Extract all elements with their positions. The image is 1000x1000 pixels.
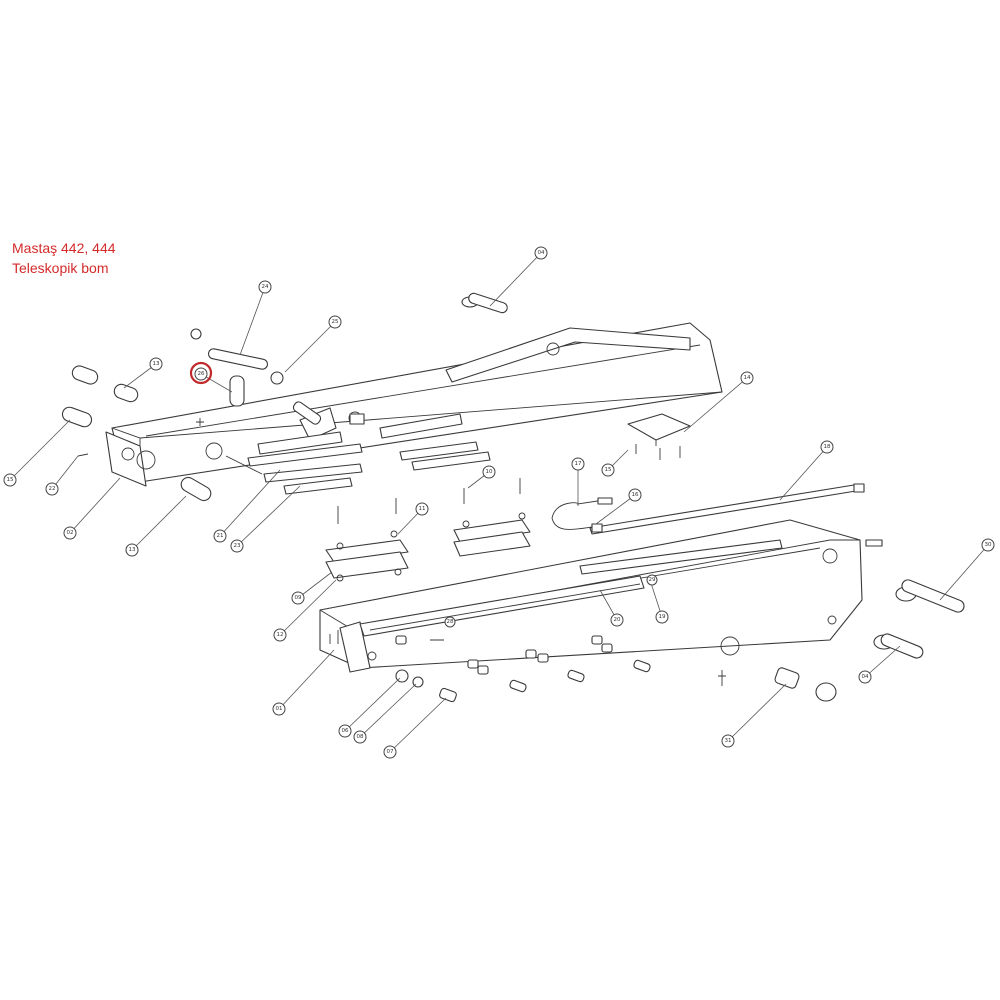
callout-22[interactable]: 22 (45, 482, 59, 496)
callout-30[interactable]: 30 (981, 538, 995, 552)
svg-text:15: 15 (7, 477, 14, 483)
svg-text:09: 09 (295, 595, 302, 601)
callout-29[interactable]: 29 (646, 574, 658, 586)
callout-20[interactable]: 20 (610, 613, 624, 627)
svg-text:10: 10 (486, 469, 493, 475)
callout-08[interactable]: 08 (353, 730, 367, 744)
callout-12[interactable]: 12 (273, 628, 287, 642)
callout-31[interactable]: 31 (721, 734, 735, 748)
callout-24[interactable]: 24 (258, 280, 272, 294)
callout-25[interactable]: 25 (328, 315, 342, 329)
svg-text:06: 06 (342, 728, 349, 734)
rod-parts (551, 483, 883, 547)
svg-text:04: 04 (862, 674, 869, 680)
mid-blocks-and-bolts (325, 478, 531, 582)
svg-text:13: 13 (153, 361, 160, 367)
callout-15-left[interactable]: 15 (3, 473, 17, 487)
callout-15-right[interactable]: 15 (601, 463, 615, 477)
callout-13-bottom[interactable]: 13 (125, 543, 139, 557)
fittings (329, 630, 651, 703)
svg-text:13: 13 (129, 547, 136, 553)
callout-19[interactable]: 19 (655, 610, 669, 624)
callout-07[interactable]: 07 (383, 745, 397, 759)
callout-11[interactable]: 11 (415, 502, 429, 516)
svg-text:02: 02 (67, 530, 74, 536)
svg-text:08: 08 (357, 734, 364, 740)
callout-06[interactable]: 06 (338, 724, 352, 738)
callout-04-top[interactable]: 04 (534, 246, 548, 260)
svg-text:12: 12 (277, 632, 284, 638)
diagram-title: Mastaş 442, 444 (12, 240, 116, 256)
callout-18[interactable]: 18 (820, 440, 834, 454)
inner-boom-section (319, 519, 863, 673)
svg-text:22: 22 (49, 486, 56, 492)
svg-text:15: 15 (605, 467, 612, 473)
svg-text:17: 17 (575, 461, 582, 467)
pin-04-top (461, 292, 508, 314)
svg-text:04: 04 (538, 250, 545, 256)
svg-text:16: 16 (632, 492, 639, 498)
svg-text:19: 19 (659, 614, 666, 620)
leader-lines (9, 252, 989, 753)
svg-text:30: 30 (985, 542, 992, 548)
svg-text:18: 18 (824, 444, 831, 450)
svg-text:29: 29 (649, 577, 656, 583)
svg-text:23: 23 (234, 543, 241, 549)
plate-14 (627, 413, 691, 460)
svg-text:26: 26 (198, 371, 205, 377)
svg-text:31: 31 (725, 738, 732, 744)
svg-text:07: 07 (387, 749, 394, 755)
outer-boom-section (105, 322, 723, 487)
callout-23[interactable]: 23 (230, 539, 244, 553)
svg-text:11: 11 (419, 506, 426, 512)
callout-04-right[interactable]: 04 (858, 670, 872, 684)
callout-14[interactable]: 14 (740, 371, 754, 385)
svg-text:21: 21 (217, 533, 224, 539)
callout-21[interactable]: 21 (213, 529, 227, 543)
pin-parts-right (718, 579, 965, 702)
callout-26-highlighted[interactable]: 26 (194, 367, 208, 381)
highlight-ring (189, 361, 213, 385)
callout-13-top[interactable]: 13 (149, 357, 163, 371)
callout-17[interactable]: 17 (571, 457, 585, 471)
svg-text:14: 14 (744, 375, 751, 381)
svg-text:25: 25 (332, 319, 339, 325)
callout-16[interactable]: 16 (628, 488, 642, 502)
svg-text:01: 01 (276, 706, 283, 712)
callout-09[interactable]: 09 (291, 591, 305, 605)
pin-parts-left (61, 328, 365, 502)
svg-text:24: 24 (262, 284, 269, 290)
callout-02[interactable]: 02 (63, 526, 77, 540)
callout-10[interactable]: 10 (482, 465, 496, 479)
slide-pads (225, 431, 491, 495)
svg-text:20: 20 (614, 617, 621, 623)
callout-28[interactable]: 28 (444, 616, 456, 628)
diagram-subtitle: Teleskopik bom (12, 260, 109, 276)
callout-01[interactable]: 01 (272, 702, 286, 716)
svg-text:28: 28 (447, 619, 454, 625)
